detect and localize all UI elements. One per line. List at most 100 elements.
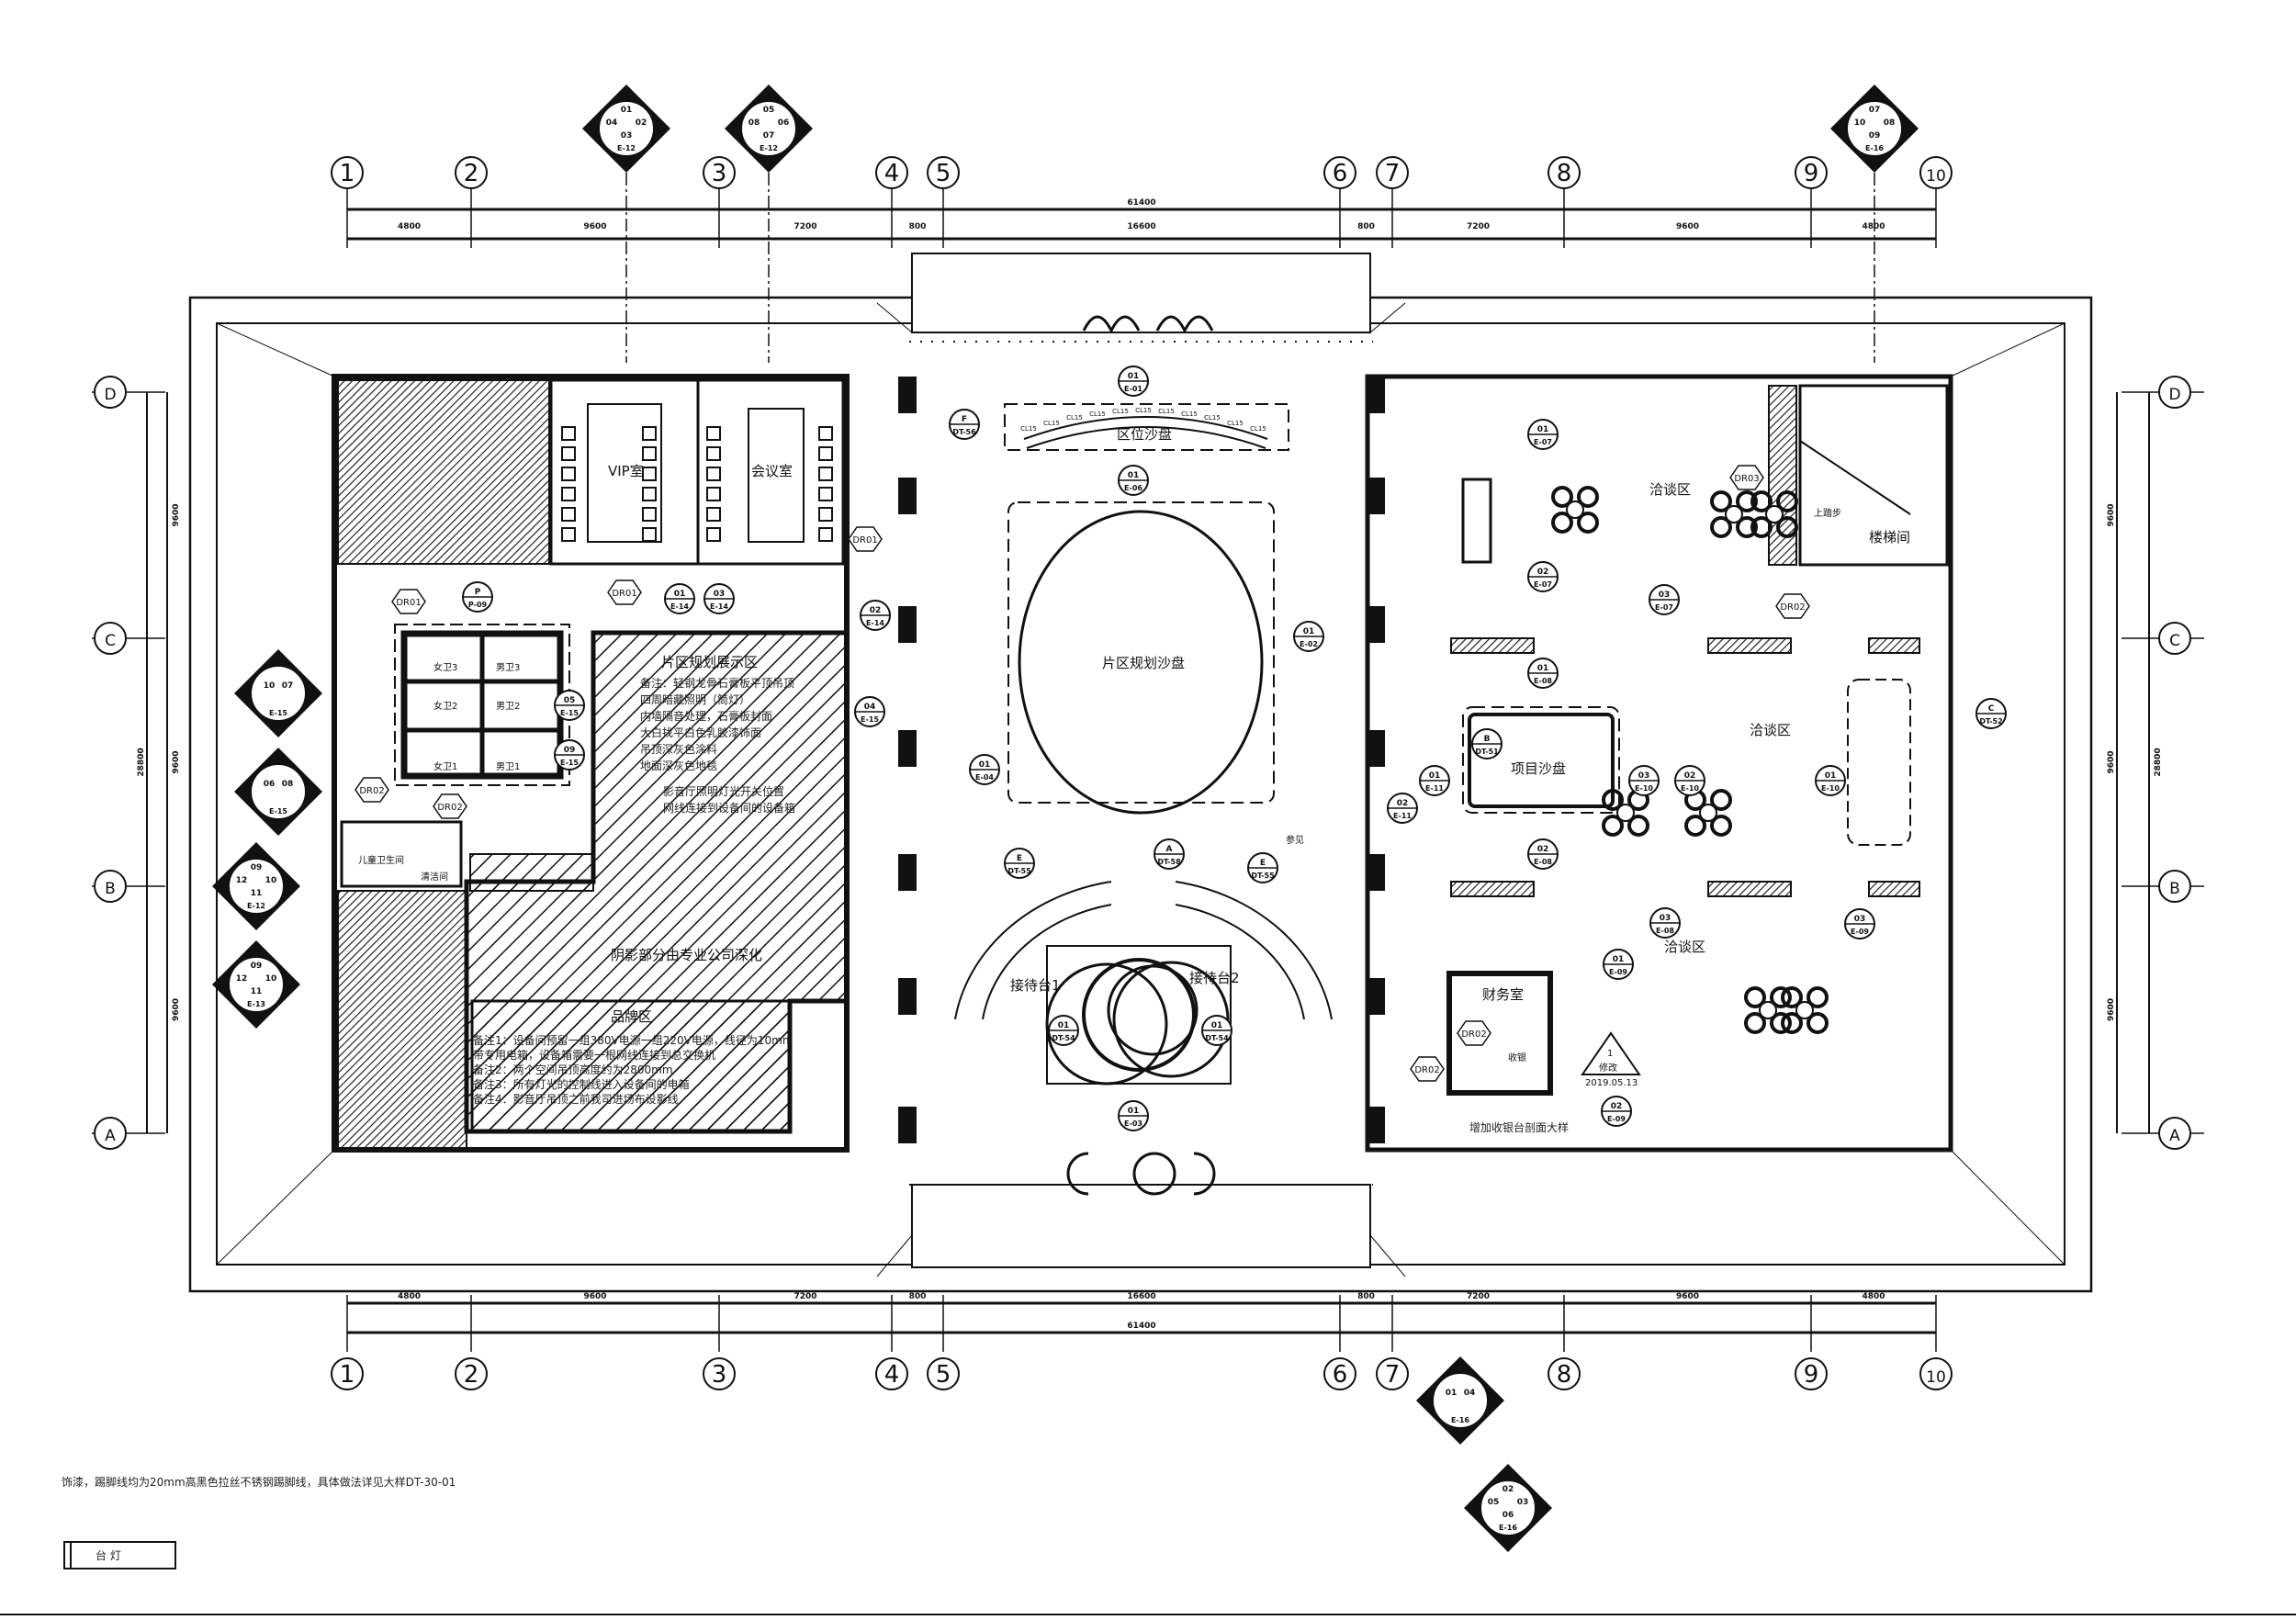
note-line: 四周暗藏照明（筒灯） [640, 692, 750, 706]
chair [1710, 815, 1732, 837]
note-line: 备注1：设备间预留一组380V电源一组220V电源，线径为10mm [473, 1033, 793, 1047]
section-marker-ref: E-11 [1425, 784, 1444, 793]
section-marker: 02E-14 [860, 600, 891, 631]
elevation-ref: 04 [606, 118, 618, 128]
elevation-sheet: E-16 [1499, 1524, 1517, 1532]
elevation-cluster-circle [1480, 1479, 1536, 1536]
grid-bubble-9 [1795, 156, 1828, 189]
section-marker: 01E-11 [1419, 765, 1450, 796]
legend-box [63, 1541, 176, 1569]
elevation-ref: 04 [1464, 1389, 1476, 1398]
grid-bubble-C [2158, 622, 2191, 655]
structural-columns [898, 377, 1385, 1143]
grid-bubble-7 [1376, 156, 1409, 189]
dimension-span: 9600 [583, 1292, 606, 1301]
chair [1781, 1012, 1803, 1034]
section-marker-ref: E-10 [1821, 784, 1840, 793]
note-line: 内墙隔音处理，石膏板封面 [640, 709, 772, 723]
section-marker-number: C [1988, 704, 1995, 714]
grid-bubble-3 [703, 156, 736, 189]
elevation-cluster-circle [1846, 100, 1903, 157]
section-marker: 01E-01 [1118, 366, 1149, 397]
chair [642, 487, 657, 501]
section-marker-ref: E-09 [1609, 968, 1627, 976]
label-shadow-note: 阴影部分由专业公司深化 [611, 947, 762, 963]
display-shelf [1450, 637, 1535, 654]
grid-label-D: D [104, 386, 116, 404]
section-marker-number: 01 [1537, 425, 1549, 434]
elevation-ref: 07 [282, 681, 294, 691]
label-negotiation-top: 洽谈区 [1649, 481, 1691, 498]
grid-bubble-8 [1548, 1357, 1581, 1390]
chair [561, 507, 576, 522]
section-marker-ref: DT-58 [1157, 858, 1181, 866]
chair [1806, 1012, 1829, 1034]
section-marker-ref: E-04 [975, 773, 994, 782]
table [1765, 505, 1784, 523]
grid-bubble-2 [455, 156, 488, 189]
light-tag: CL15 [1250, 425, 1266, 433]
column [1367, 377, 1385, 413]
chair [1577, 512, 1599, 534]
section-marker: 03E-07 [1649, 584, 1680, 615]
section-marker-number: 02 [1684, 771, 1696, 781]
section-markers: 01E-0101E-0601E-0202E-1404E-1501E-1403E-… [462, 366, 2007, 1131]
grid-bubble-10 [1919, 156, 1953, 189]
chair [1710, 490, 1732, 512]
dimension-total: 28800 [2154, 748, 2163, 776]
chair [706, 507, 721, 522]
door-tag [355, 777, 389, 803]
dimension-span: 9600 [2107, 503, 2116, 526]
section-marker-number: B [1484, 735, 1491, 744]
grid-label-C: C [2169, 632, 2180, 650]
grid-label-9: 9 [1804, 160, 1819, 187]
district-notes: 备注：轻钢龙骨石膏板平顶吊顶 四周暗藏照明（筒灯） 内墙隔音处理，石膏板封面 大… [640, 676, 794, 772]
section-marker-number: 01 [1058, 1021, 1070, 1030]
chair [706, 487, 721, 501]
chair [1577, 486, 1599, 508]
section-marker: 02E-10 [1674, 765, 1705, 796]
grid-label-2: 2 [464, 160, 479, 187]
section-marker-number: 01 [1429, 771, 1441, 781]
section-marker-ref: E-15 [560, 709, 579, 717]
display-shelf [1707, 881, 1792, 897]
section-marker-ref: E-09 [1607, 1115, 1626, 1123]
grid-label-7: 7 [1385, 1361, 1401, 1389]
label-refer: 参见 [1286, 834, 1304, 846]
light-tag: CL15 [1227, 420, 1244, 427]
chair [561, 467, 576, 481]
table [1616, 804, 1635, 822]
elevation-ref: 11 [251, 987, 263, 996]
section-marker-ref: DT-56 [952, 428, 976, 436]
section-marker: 09E-15 [554, 739, 585, 771]
chair [561, 426, 576, 441]
brand-notes: 备注1：设备间预留一组380V电源一组220V电源，线径为10mm 带专用电箱，… [473, 1033, 793, 1106]
section-marker: 01E-10 [1815, 765, 1846, 796]
chair [1750, 490, 1773, 512]
section-marker-ref: DT-51 [1475, 748, 1499, 756]
chair [818, 527, 833, 542]
elevation-ref: 08 [748, 118, 760, 128]
section-marker-ref: E-10 [1681, 784, 1699, 793]
note-line: 备注：轻钢龙骨石膏板平顶吊顶 [640, 676, 794, 690]
dimension-span: 800 [1357, 222, 1375, 231]
door-tag-label: DR01 [852, 535, 877, 546]
dimension-span: 9600 [1676, 222, 1699, 231]
section-marker: 01E-07 [1527, 419, 1559, 450]
dimension-span: 7200 [1467, 1292, 1490, 1301]
section-marker-number: 03 [714, 590, 726, 599]
elevation-cluster-circle [740, 100, 797, 157]
door-tag [1729, 465, 1764, 490]
section-marker: EDT-55 [1247, 852, 1278, 883]
door-tag-label: DR02 [437, 803, 462, 813]
grid-bubble-9 [1795, 1357, 1828, 1390]
label-project-model: 项目沙盘 [1511, 760, 1566, 777]
door-tag [1410, 1056, 1445, 1082]
light-tag: CL15 [1020, 425, 1037, 433]
section-marker-number: 01 [1128, 1107, 1140, 1116]
legend-item-desk-lamp: 台 灯 [96, 1548, 121, 1562]
section-marker-number: 04 [864, 703, 876, 712]
column [1367, 854, 1385, 891]
elevation-sheet: E-12 [247, 902, 265, 910]
